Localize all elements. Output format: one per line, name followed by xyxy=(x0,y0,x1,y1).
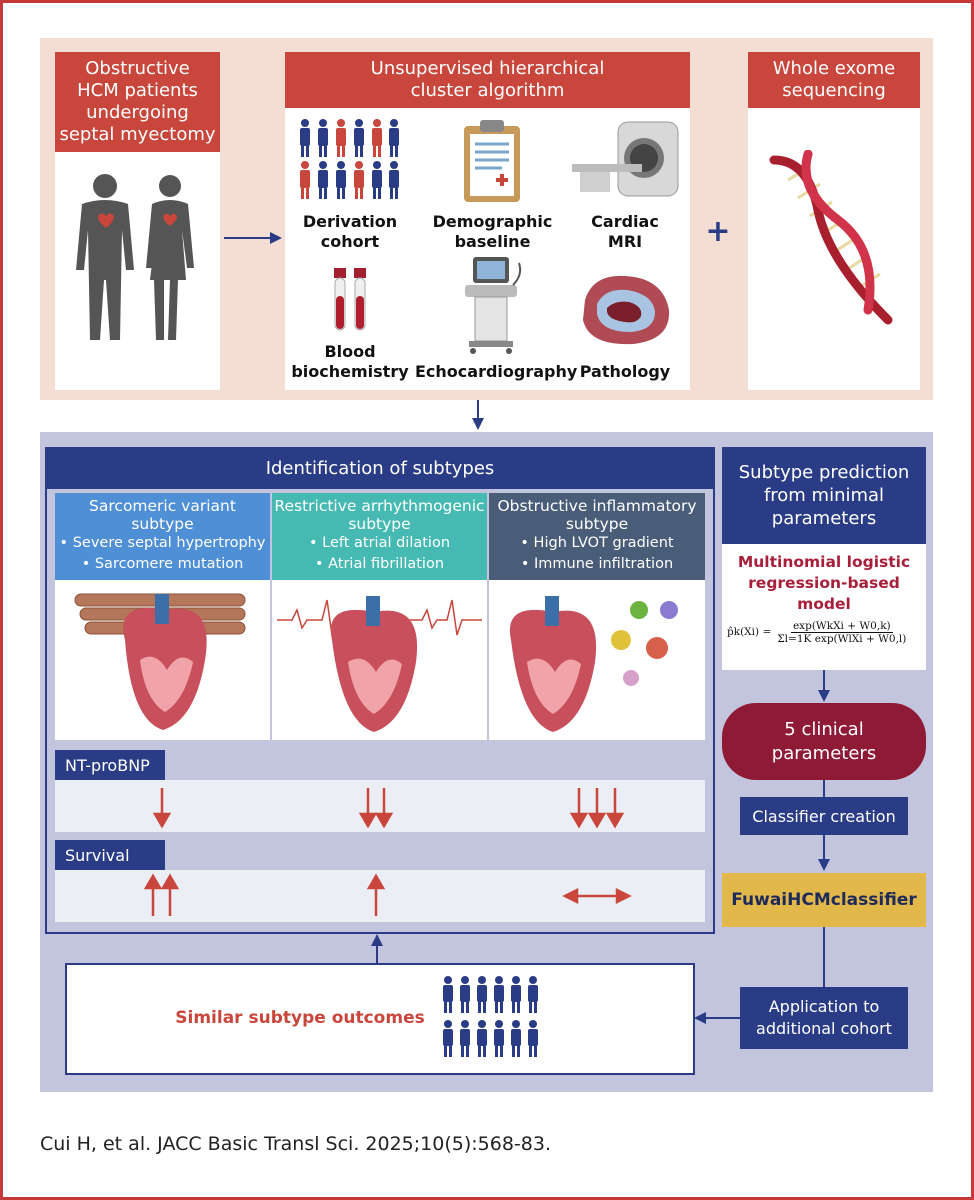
arrow-down-icon xyxy=(605,788,625,829)
formula-denominator: Σl=1K exp(WlXi + W0,l) xyxy=(777,632,907,645)
arrow-up-icon xyxy=(366,873,386,916)
item-label-pathology: Pathology xyxy=(579,362,671,381)
arrow-up-icon xyxy=(143,873,163,916)
heart-with-immune-cells-icon xyxy=(509,596,678,732)
subtype-sarcomeric-card: Sarcomeric variant subtype • Severe sept… xyxy=(55,493,270,580)
item-label-blood-biochemistry: Blood biochemistry xyxy=(291,342,409,381)
arrow-creation-to-classifier xyxy=(818,835,830,871)
item-label-derivation-cohort: Derivation cohort xyxy=(302,212,398,251)
subtype-restrictive-card: Restrictive arrhythmogenic subtype • Lef… xyxy=(272,493,487,580)
formula-numerator: exp(WkXi + W0,k) xyxy=(790,619,893,633)
illustration-restrictive xyxy=(272,580,487,740)
subtype-sarcomeric-bullet-2: • Sarcomere mutation xyxy=(81,556,244,572)
subtype-inflammatory-bullet-1: • High LVOT gradient xyxy=(520,535,674,551)
subtype-inflammatory-title: Obstructive inflammatory subtype xyxy=(497,497,697,533)
arrow-model-to-params xyxy=(818,670,830,702)
outcomes-box xyxy=(65,963,695,1075)
illustration-sarcomeric xyxy=(55,580,270,740)
model-box xyxy=(722,544,926,670)
plus-sign: + xyxy=(705,214,731,249)
survival-arrows xyxy=(143,873,632,916)
arrow-down-icon xyxy=(152,788,172,829)
human-figures-icon xyxy=(76,174,194,340)
arrow-up-icon xyxy=(160,873,180,916)
subtype-sarcomeric-title: Sarcomeric variant subtype xyxy=(89,497,236,533)
arrow-bidirectional-icon xyxy=(562,887,632,905)
heart-icon xyxy=(98,213,114,228)
clipboard-icon xyxy=(464,120,520,202)
clinical-params-box: 5 clinical parameters xyxy=(722,703,926,780)
wes-header: Whole exome sequencing xyxy=(748,52,920,108)
subtype-inflammatory-card: Obstructive inflammatory subtype • High … xyxy=(489,493,705,580)
mri-scanner-icon xyxy=(572,121,679,197)
echo-machine-icon xyxy=(465,257,522,354)
classifier-creation-box: Classifier creation xyxy=(740,797,908,835)
arrow-application-to-outcomes xyxy=(694,1012,740,1024)
survival-label: Survival xyxy=(55,840,165,870)
arrow-down-icon xyxy=(374,788,394,829)
arrow-patients-to-algorithm xyxy=(224,232,282,244)
formula: p̂k(Xi) = exp(WkXi + W0,k) Σl=1K exp(WlX… xyxy=(727,604,922,660)
arrow-down-icon xyxy=(358,788,378,829)
subtype-restrictive-bullet-1: • Left atrial dilation xyxy=(308,535,451,551)
arrow-top-to-subtypes xyxy=(472,400,484,430)
subtypes-header: Identification of subtypes xyxy=(45,447,715,489)
subtype-restrictive-title: Restrictive arrhythmogenic subtype xyxy=(274,497,485,533)
heart-with-muscle-fibers-icon xyxy=(74,593,246,730)
arrow-down-icon xyxy=(569,788,589,829)
model-title: Multinomial logistic regression-based mo… xyxy=(737,553,911,613)
item-label-demographic-baseline: Demographic baseline xyxy=(432,212,553,251)
patients-header: Obstructive HCM patients undergoing sept… xyxy=(55,52,220,152)
outcomes-label: Similar subtype outcomes xyxy=(175,1008,425,1028)
ntprobnp-arrows xyxy=(152,788,625,829)
dna-helix-icon xyxy=(769,150,893,325)
ntprobnp-label: NT-proBNP xyxy=(55,750,165,780)
heart-with-ecg-icon xyxy=(277,596,482,732)
blood-tubes-icon xyxy=(334,268,366,331)
citation: Cui H, et al. JACC Basic Transl Sci. 202… xyxy=(40,1133,551,1155)
subtype-sarcomeric-bullet-1: • Severe septal hypertrophy xyxy=(59,535,266,551)
subtype-inflammatory-bullet-2: • Immune infiltration xyxy=(520,556,674,572)
arrow-outcomes-to-subtypes xyxy=(371,934,383,964)
subtype-restrictive-bullet-2: • Atrial fibrillation xyxy=(314,556,445,572)
tissue-section-icon xyxy=(583,275,670,345)
arrow-params-to-creation xyxy=(823,780,825,798)
item-label-cardiac-mri: Cardiac MRI xyxy=(591,212,659,251)
classifier-box: FuwaiHCMclassifier xyxy=(722,873,926,927)
people-icon xyxy=(300,119,399,199)
application-box: Application to additional cohort xyxy=(740,987,908,1049)
prediction-header: Subtype prediction from minimal paramete… xyxy=(722,447,926,544)
algorithm-header: Unsupervised hierarchical cluster algori… xyxy=(285,52,690,108)
illustration-inflammatory xyxy=(489,580,705,740)
arrow-classifier-to-application xyxy=(823,927,825,987)
item-label-echocardiography: Echocardiography xyxy=(415,362,578,381)
formula-lhs: p̂k(Xi) = xyxy=(727,626,772,638)
arrow-down-icon xyxy=(587,788,607,829)
outcome-people-icon xyxy=(443,976,538,1057)
